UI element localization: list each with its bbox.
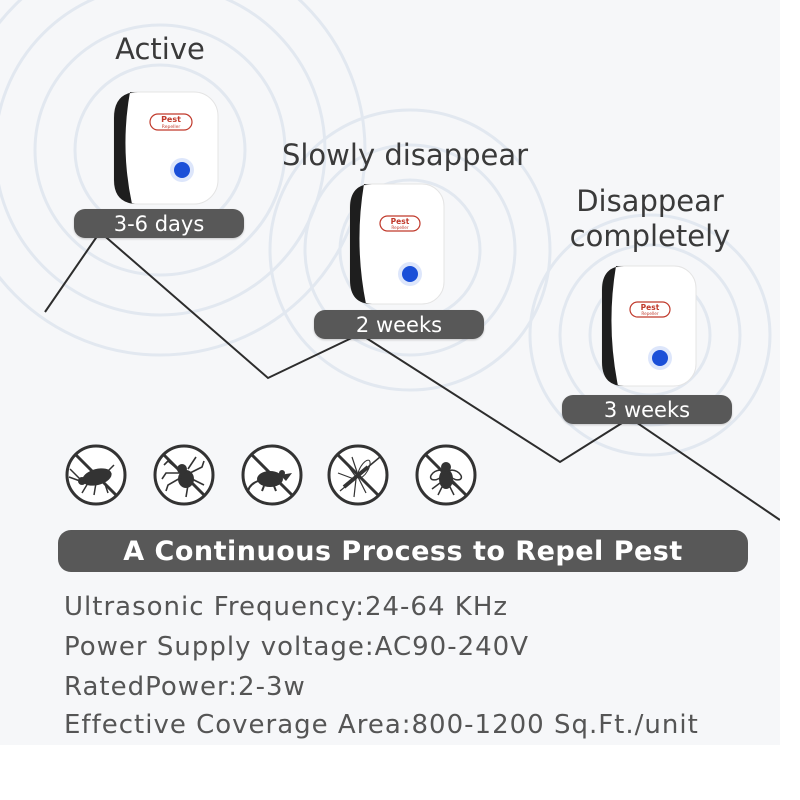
stage-1-duration-badge: 3-6 days [74, 209, 244, 238]
stage-2-label: Slowly disappear [281, 138, 529, 172]
svg-text:Pest: Pest [161, 115, 181, 124]
svg-text:Repeller: Repeller [641, 311, 658, 316]
rat-icon [241, 444, 303, 506]
spider-icon [153, 444, 215, 506]
stage-2-duration-badge: 2 weeks [314, 310, 484, 339]
svg-text:Pest: Pest [391, 217, 410, 226]
svg-text:Pest: Pest [641, 303, 660, 312]
spec-coverage-area: Effective Coverage Area:800-1200 Sq.Ft./… [64, 710, 699, 740]
svg-text:Repeller: Repeller [162, 124, 181, 130]
spec-voltage: Power Supply voltage:AC90-240V [64, 632, 530, 662]
mosquito-icon [327, 444, 389, 506]
pest-repeller-device-2: Pest Repeller [348, 180, 448, 308]
stage-3-label: Disappear completely [550, 184, 750, 254]
pest-repeller-device-1: Pest Repeller [112, 88, 222, 208]
spec-frequency: Ultrasonic Frequency:24-64 KHz [64, 592, 509, 622]
stage-1-label: Active [115, 32, 205, 66]
svg-text:Repeller: Repeller [391, 225, 408, 230]
fly-icon [415, 444, 477, 506]
cockroach-icon [65, 444, 127, 506]
stage-3-label-line2: completely [569, 218, 731, 253]
product-infographic: Active Pest Repeller 3-6 days Slowly dis… [0, 0, 780, 740]
pest-repeller-device-3: Pest Repeller [600, 262, 700, 390]
spec-rated-power: RatedPower:2-3w [64, 672, 306, 702]
process-banner: A Continuous Process to Repel Pest [58, 530, 748, 572]
stage-3-duration-badge: 3 weeks [562, 395, 732, 424]
stage-3-label-line1: Disappear [576, 184, 724, 218]
